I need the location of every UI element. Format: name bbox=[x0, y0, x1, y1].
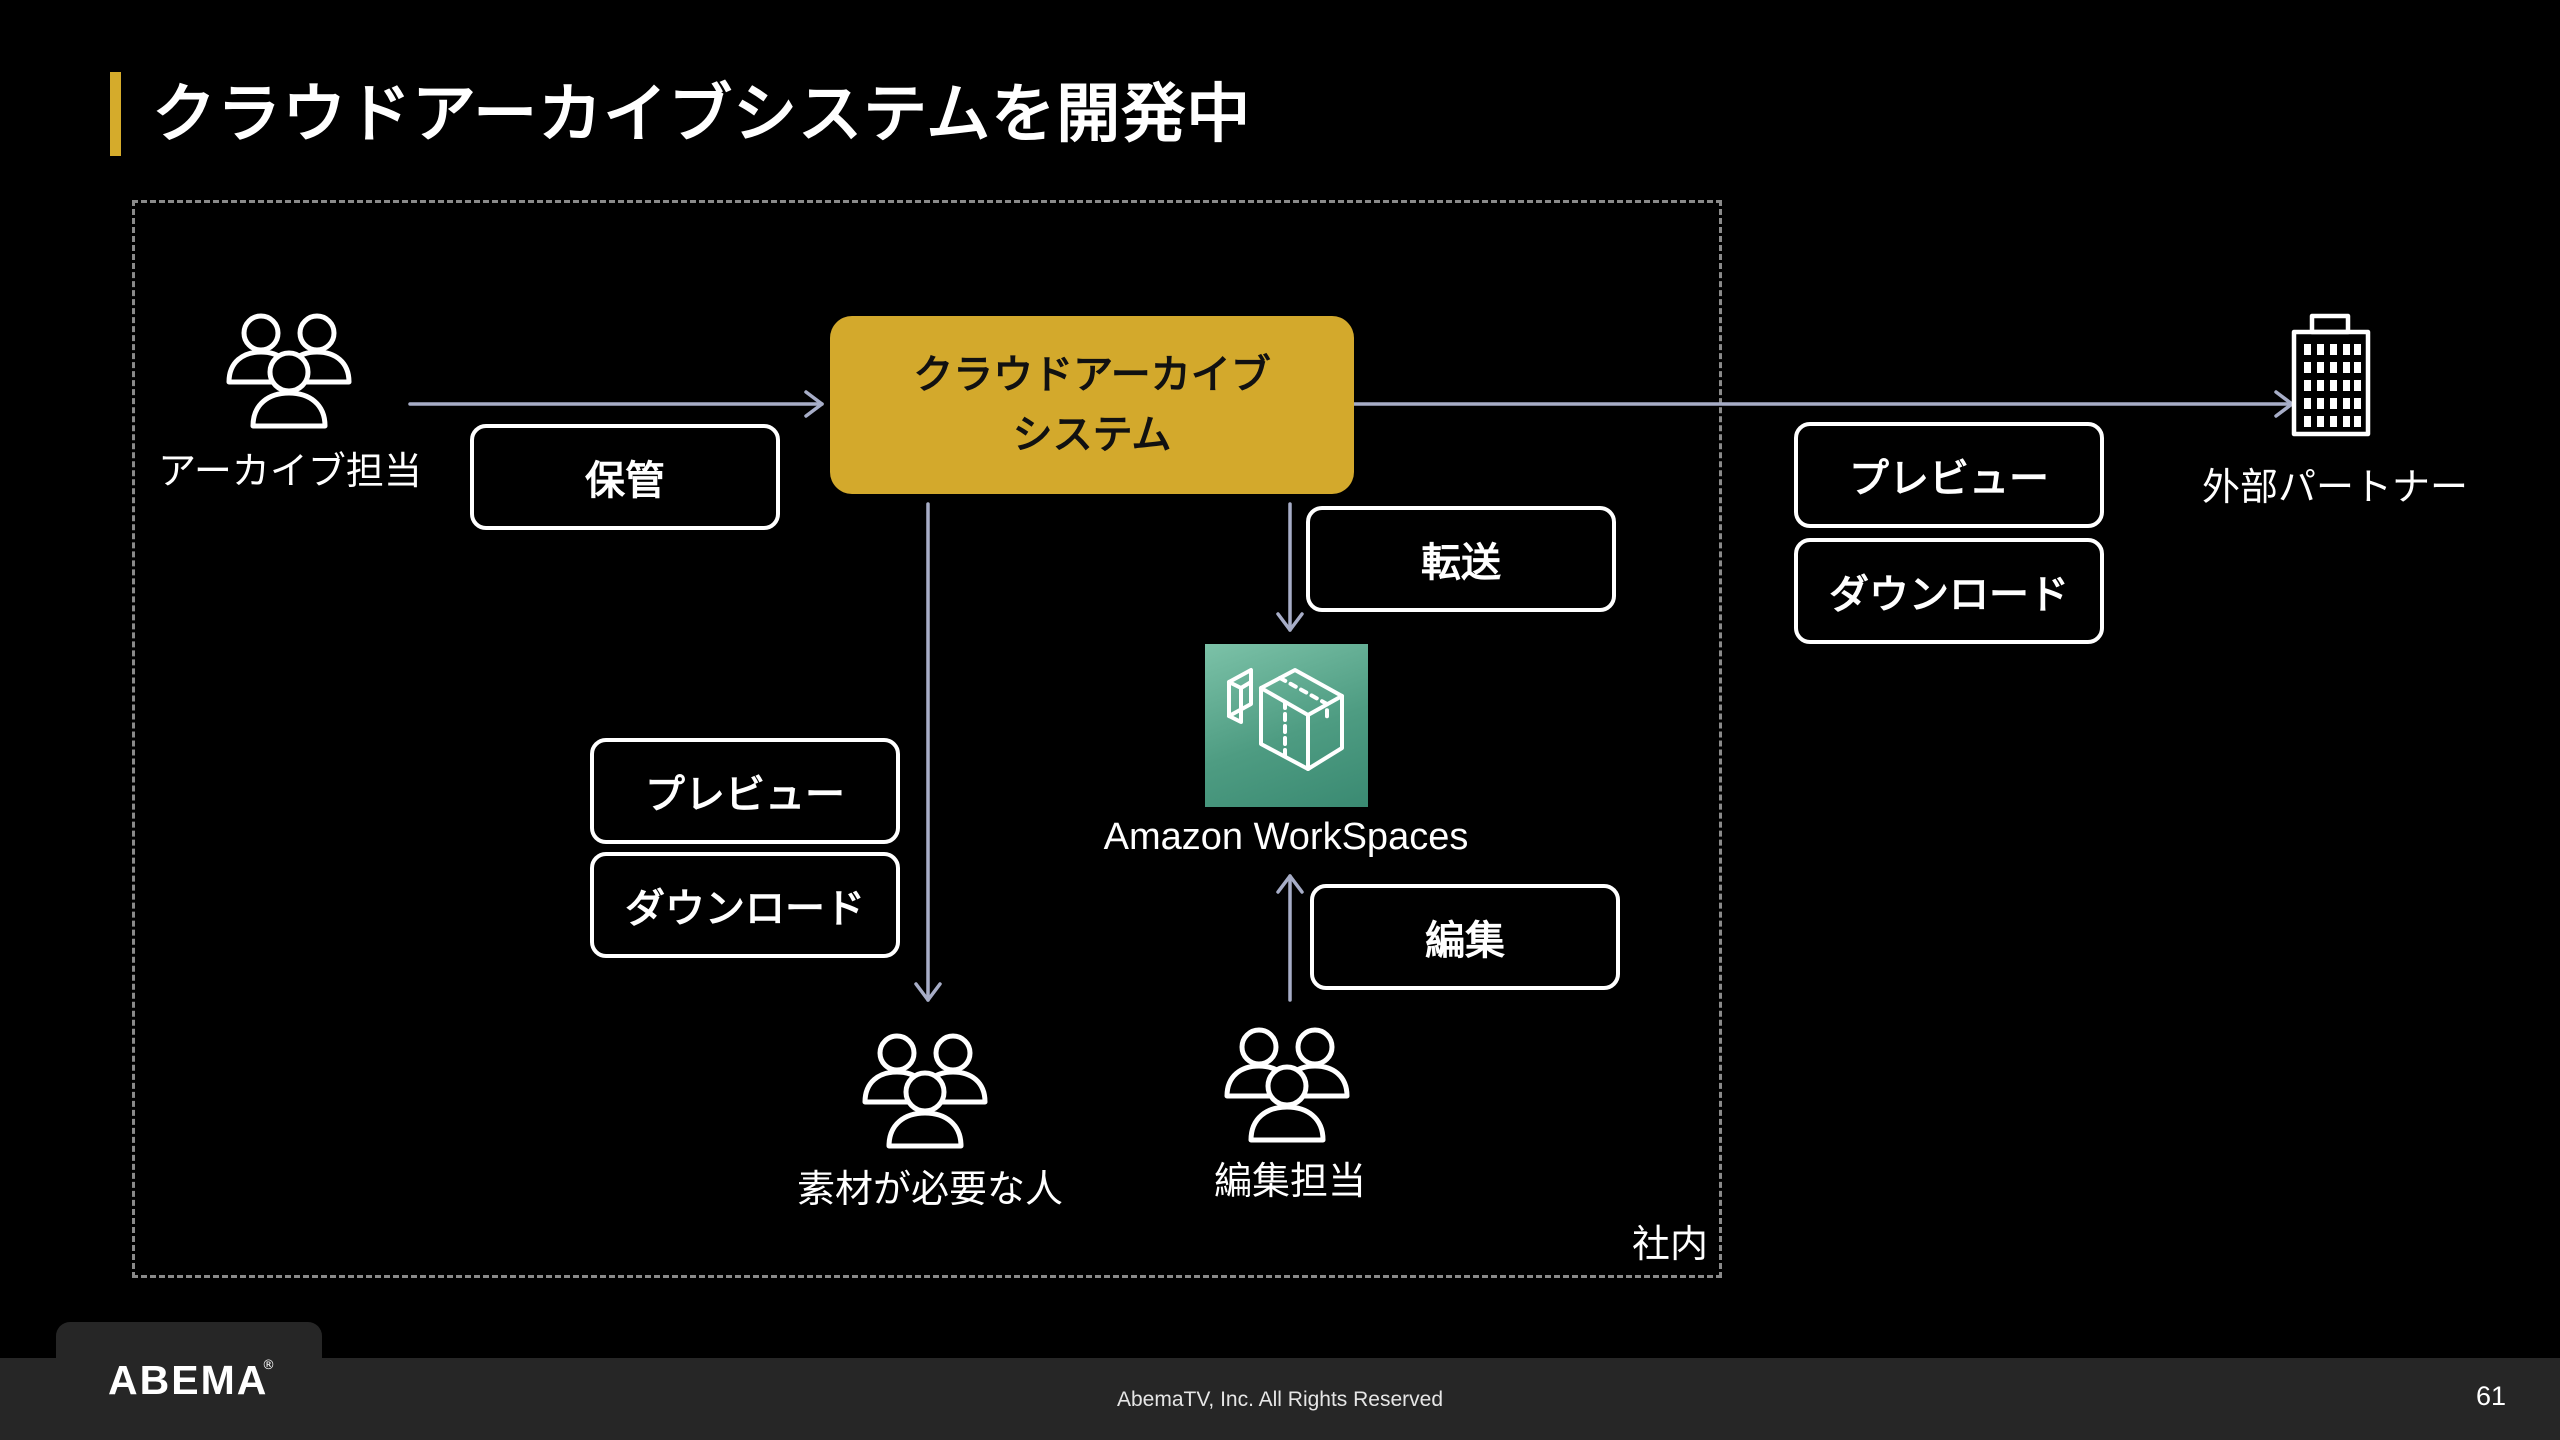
system-name-line-2: システム bbox=[1012, 412, 1172, 458]
archive-staff-label: アーカイブ担当 bbox=[158, 449, 422, 493]
workspaces-icon bbox=[1205, 644, 1368, 807]
title-accent-bar bbox=[110, 72, 121, 156]
system-name-line-1: クラウドアーカイブ bbox=[913, 352, 1271, 398]
tag-edit: 編集 bbox=[1310, 884, 1620, 990]
abema-logo-registered-mark: ® bbox=[262, 1358, 275, 1373]
material-users-label: 素材が必要な人 bbox=[796, 1167, 1063, 1211]
workspaces-label: Amazon WorkSpaces bbox=[1103, 816, 1469, 858]
material-users-people-icon bbox=[862, 1033, 988, 1149]
editors-label: 編集担当 bbox=[1213, 1159, 1366, 1203]
editors-people-icon bbox=[1224, 1027, 1350, 1143]
external-partner-building-icon bbox=[2291, 313, 2371, 437]
footer-bar bbox=[0, 1358, 2560, 1440]
tag-internal-preview: プレビュー bbox=[590, 738, 900, 844]
internal-zone-border bbox=[132, 200, 1722, 1278]
tag-transfer: 転送 bbox=[1306, 506, 1616, 612]
tag-internal-download: ダウンロード bbox=[590, 852, 900, 958]
slide-title: クラウドアーカイブシステムを開発中 bbox=[152, 78, 1252, 152]
abema-logo: ABEMA bbox=[108, 1357, 269, 1403]
archive-staff-people-icon bbox=[226, 313, 352, 429]
page-number: 61 bbox=[2475, 1381, 2506, 1411]
internal-zone-label: 社内 bbox=[1631, 1222, 1708, 1266]
tag-external-download: ダウンロード bbox=[1794, 538, 2104, 644]
tag-external-preview: プレビュー bbox=[1794, 422, 2104, 528]
external-partner-label: 外部パートナー bbox=[2201, 465, 2468, 509]
cloud-archive-system-node: クラウドアーカイブ システム bbox=[830, 316, 1354, 494]
copyright-notice: AbemaTV, Inc. All Rights Reserved bbox=[1116, 1388, 1444, 1411]
tag-store: 保管 bbox=[470, 424, 780, 530]
